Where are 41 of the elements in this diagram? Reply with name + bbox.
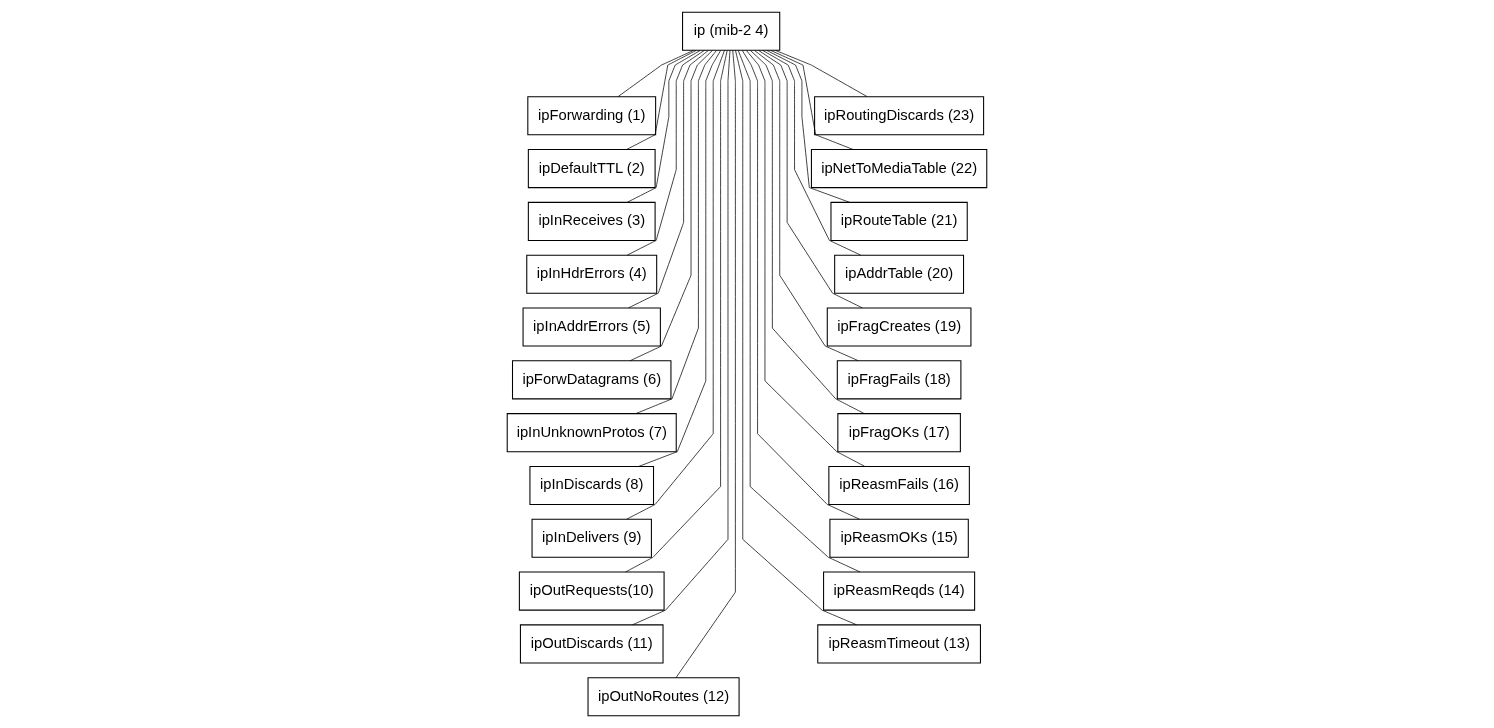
connector <box>638 50 721 467</box>
node-box: ipFragOKs (17) <box>837 413 961 453</box>
node-box: ipReasmTimeout (13) <box>817 624 981 664</box>
connector <box>617 50 694 97</box>
connector <box>775 50 868 97</box>
node-box: ipForwarding (1) <box>527 96 657 136</box>
node-box: ipInHdrErrors (4) <box>526 254 658 294</box>
node-box: ipDefaultTTL (2) <box>527 149 656 189</box>
node-box: ipInReceives (3) <box>527 201 656 241</box>
node-box: ipForwDatagrams (6) <box>512 360 672 400</box>
connector <box>628 50 709 309</box>
connector <box>766 50 850 203</box>
connector <box>770 50 854 150</box>
node-box: ipOutNoRoutes (12) <box>587 677 740 717</box>
connector <box>746 50 866 467</box>
node-box: ipOutDiscards (11) <box>519 624 664 664</box>
connector <box>750 50 865 414</box>
node-box: ip (mib-2 4) <box>682 11 781 51</box>
node-box: ipAddrTable (20) <box>834 254 965 294</box>
connector <box>762 50 861 256</box>
node-box: ipRouteTable (21) <box>830 201 968 241</box>
connector <box>632 50 731 626</box>
node-box: ipInUnknownProtos (7) <box>506 413 677 453</box>
connector <box>758 50 863 309</box>
node-box: ipReasmReqds (14) <box>823 571 976 611</box>
node-box: ipRoutingDiscards (23) <box>814 96 985 136</box>
node-box: ipFragCreates (19) <box>826 307 972 347</box>
node-box: ipReasmOKs (15) <box>829 518 969 558</box>
connector <box>629 50 713 362</box>
connector <box>635 50 717 414</box>
node-box: ipInDiscards (8) <box>529 465 655 505</box>
node-box: ipInDelivers (9) <box>531 518 652 558</box>
connector <box>626 50 705 256</box>
connector <box>675 50 736 678</box>
node-box: ipInAddrErrors (5) <box>522 307 661 347</box>
node-box: ipFragFails (18) <box>836 360 962 400</box>
node-box: ipNetToMediaTable (22) <box>810 149 988 189</box>
node-box: ipOutRequests(10) <box>518 571 665 611</box>
connector <box>626 50 701 203</box>
connector <box>626 50 697 150</box>
node-box: ipReasmFails (16) <box>828 465 970 505</box>
